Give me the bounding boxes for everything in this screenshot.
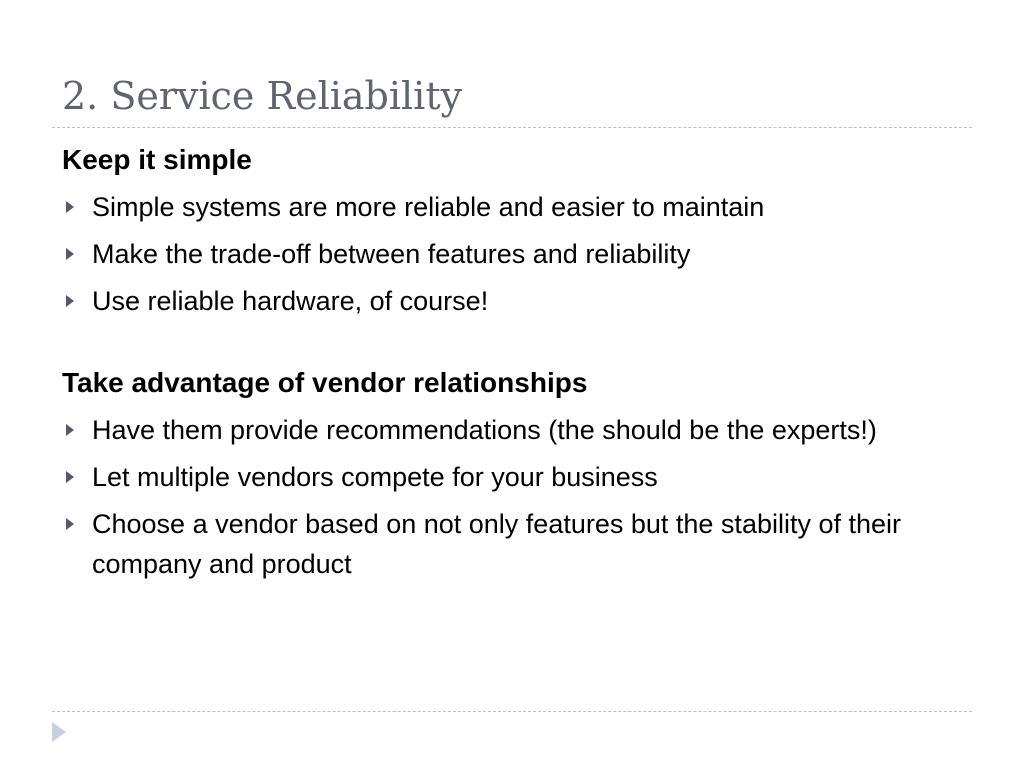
slide-content: Keep it simple Simple systems are more r…	[62, 140, 962, 584]
footer-divider	[52, 711, 972, 712]
bullet-text: Simple systems are more reliable and eas…	[92, 192, 765, 222]
next-slide-arrow-icon[interactable]	[52, 722, 66, 742]
bullet-item: Use reliable hardware, of course!	[62, 281, 962, 321]
bullet-item: Have them provide recommendations (the s…	[62, 410, 962, 450]
bullet-text: Have them provide recommendations (the s…	[92, 415, 877, 445]
triangle-right-icon	[66, 201, 74, 213]
bullet-text: Use reliable hardware, of course!	[92, 286, 489, 316]
triangle-right-icon	[66, 295, 74, 307]
triangle-right-icon	[66, 518, 74, 530]
section-heading-keep-it-simple: Keep it simple	[62, 144, 252, 175]
bullet-item: Make the trade-off between features and …	[62, 234, 962, 274]
title-divider	[52, 127, 972, 128]
triangle-right-icon	[66, 471, 74, 483]
bullet-text: Let multiple vendors compete for your bu…	[92, 462, 658, 492]
bullet-text: Choose a vendor based on not only featur…	[92, 509, 902, 579]
triangle-right-icon	[66, 248, 74, 260]
bullet-item: Choose a vendor based on not only featur…	[62, 504, 962, 584]
slide-title: 2. Service Reliability	[62, 74, 463, 118]
bullet-item: Let multiple vendors compete for your bu…	[62, 457, 962, 497]
bullet-list-keep-it-simple: Simple systems are more reliable and eas…	[62, 187, 962, 321]
section-heading-vendor-relationships: Take advantage of vendor relationships	[62, 367, 588, 398]
bullet-list-vendor-relationships: Have them provide recommendations (the s…	[62, 410, 962, 584]
bullet-item: Simple systems are more reliable and eas…	[62, 187, 962, 227]
bullet-text: Make the trade-off between features and …	[92, 239, 691, 269]
triangle-right-icon	[66, 424, 74, 436]
